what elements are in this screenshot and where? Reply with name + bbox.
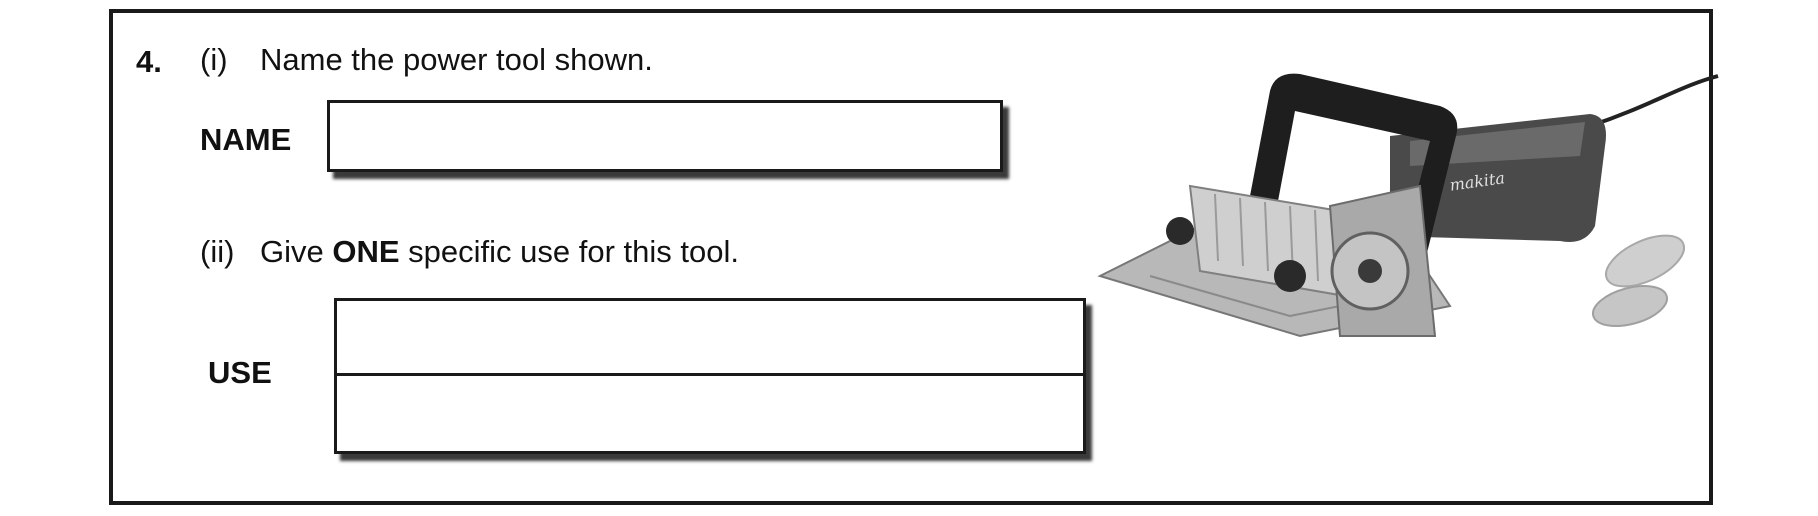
part-ii-emphasis: ONE <box>332 234 400 269</box>
part-i-text: Name the power tool shown. <box>260 42 653 77</box>
part-ii-label: (ii) <box>200 234 235 269</box>
question-part-i: (i) Name the power tool shown. <box>200 42 653 78</box>
question-frame <box>109 9 1713 505</box>
use-answer-line-1[interactable] <box>337 301 1083 376</box>
use-answer-box <box>334 298 1086 454</box>
biscuit-joiner-image: makita <box>1097 73 1719 338</box>
part-i-label: (i) <box>200 42 228 77</box>
use-label: USE <box>208 355 272 390</box>
name-answer-box[interactable] <box>327 100 1003 172</box>
part-ii-text-before: Give <box>260 234 333 269</box>
question-part-ii: (ii) Give ONE specific use for this tool. <box>200 234 739 270</box>
use-answer-line-2[interactable] <box>337 376 1083 451</box>
name-label: NAME <box>200 122 292 157</box>
part-ii-text-after: specific use for this tool. <box>399 234 739 269</box>
question-number: 4. <box>136 44 162 79</box>
